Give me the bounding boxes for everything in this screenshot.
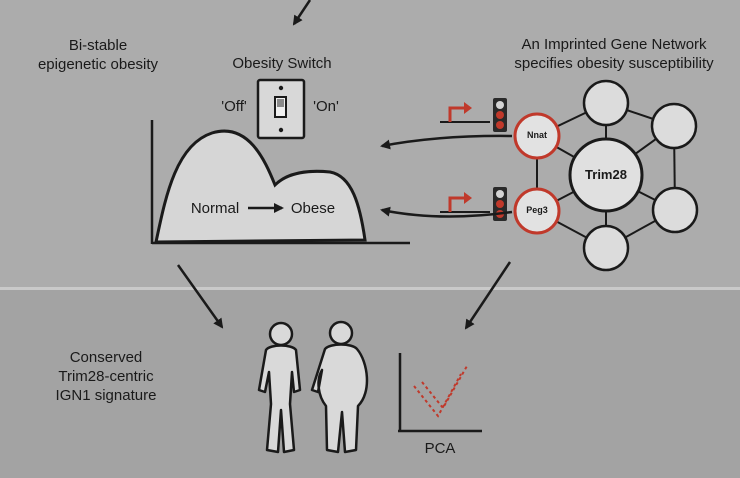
bistable-title: Bi-stable epigenetic obesity	[18, 36, 178, 74]
bottom-panel	[0, 290, 740, 478]
nnat-node	[513, 112, 561, 160]
hub-node-label: Trim28	[585, 167, 627, 182]
signature-caption-line1: Conserved	[69, 349, 143, 366]
network-node	[582, 79, 630, 127]
network-node	[582, 224, 630, 272]
network-title: An Imprinted Gene Network specifies obes…	[490, 35, 738, 73]
nnat-node-label: Nnat	[527, 130, 547, 140]
network-title-line2: specifies obesity susceptibility	[514, 55, 714, 72]
normal-label: Normal	[190, 200, 240, 217]
pca-label: PCA	[424, 440, 456, 457]
bistable-curve	[150, 120, 410, 245]
switch-off-label: 'Off'	[221, 98, 247, 115]
network-node	[651, 186, 699, 234]
obese-person-icon	[310, 320, 369, 454]
curve-to-signature-arrow	[176, 264, 224, 329]
light-switch-icon	[256, 78, 306, 140]
peg3-node-label: Peg3	[526, 205, 548, 215]
peg3-effect-arrow	[380, 206, 513, 218]
normal-person-icon	[257, 321, 302, 454]
top-incoming-arrow	[292, 0, 312, 26]
signature-caption-line3: IGN1 signature	[55, 387, 157, 404]
network-title-line1: An Imprinted Gene Network	[521, 36, 707, 53]
bistable-title-line1: Bi-stable	[68, 37, 128, 54]
pca-plot	[398, 353, 482, 433]
network-node	[650, 102, 698, 150]
peg3-expression-indicator	[493, 187, 507, 221]
nnat-expression-indicator	[493, 98, 507, 132]
signature-caption: Conserved Trim28-centric IGN1 signature	[26, 348, 186, 405]
nnat-effect-arrow	[380, 134, 513, 150]
switch-title: Obesity Switch	[232, 55, 332, 72]
nnat-promoter-icon	[440, 102, 490, 123]
bistable-title-line2: epigenetic obesity	[37, 56, 159, 73]
obese-label: Obese	[290, 200, 336, 217]
panel-divider	[0, 287, 740, 290]
hub-node	[568, 137, 644, 213]
peg3-promoter-icon	[440, 192, 490, 213]
signature-caption-line2: Trim28-centric	[58, 368, 154, 385]
switch-on-label: 'On'	[313, 98, 339, 115]
network-to-pca-arrow	[464, 261, 512, 330]
peg3-node	[513, 187, 561, 235]
